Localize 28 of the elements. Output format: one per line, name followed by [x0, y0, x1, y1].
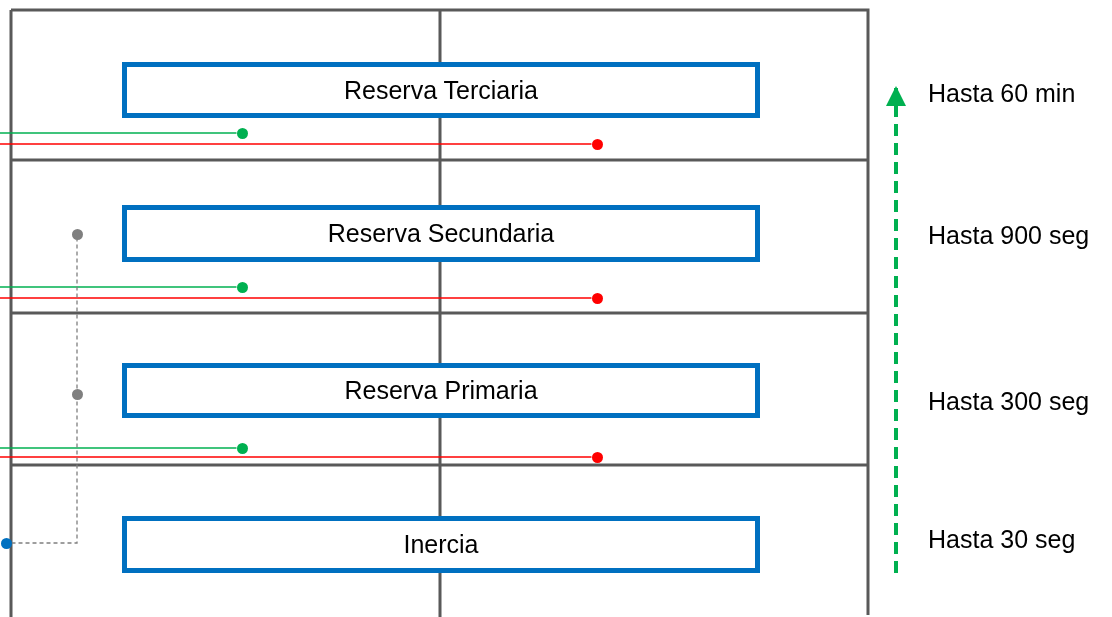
reserve-box: [122, 363, 760, 418]
box-label: Reserva Terciaria: [343, 75, 539, 105]
reserve-box: [122, 516, 760, 573]
reserve-box: [122, 62, 760, 118]
end-dot: [236, 442, 248, 454]
connector-line: [0, 447, 238, 449]
box-label: Reserva Secundaria: [327, 219, 555, 248]
connector-line: [0, 297, 593, 299]
end-dot: [591, 451, 603, 463]
end-dot: [591, 138, 603, 150]
end-dot: [236, 281, 248, 293]
time-label: Hasta 300 seg: [928, 386, 1090, 416]
connector-line: [0, 143, 593, 145]
box-label: Reserva Primaria: [344, 376, 538, 405]
connector-line: [0, 456, 593, 458]
time-label: Hasta 60 min: [928, 78, 1076, 108]
dashed-connector: [76, 238, 78, 390]
end-dot: [236, 127, 248, 139]
time-label: Hasta 30 seg: [928, 524, 1076, 554]
end-dot: [0, 537, 12, 549]
reserve-box: [122, 205, 760, 262]
end-dot: [71, 388, 83, 400]
connector-line: [0, 132, 238, 134]
end-dot: [591, 292, 603, 304]
end-dot: [71, 228, 83, 240]
connector-line: [0, 286, 238, 288]
time-label: Hasta 900 seg: [928, 220, 1090, 250]
box-label: Inercia: [403, 530, 479, 559]
